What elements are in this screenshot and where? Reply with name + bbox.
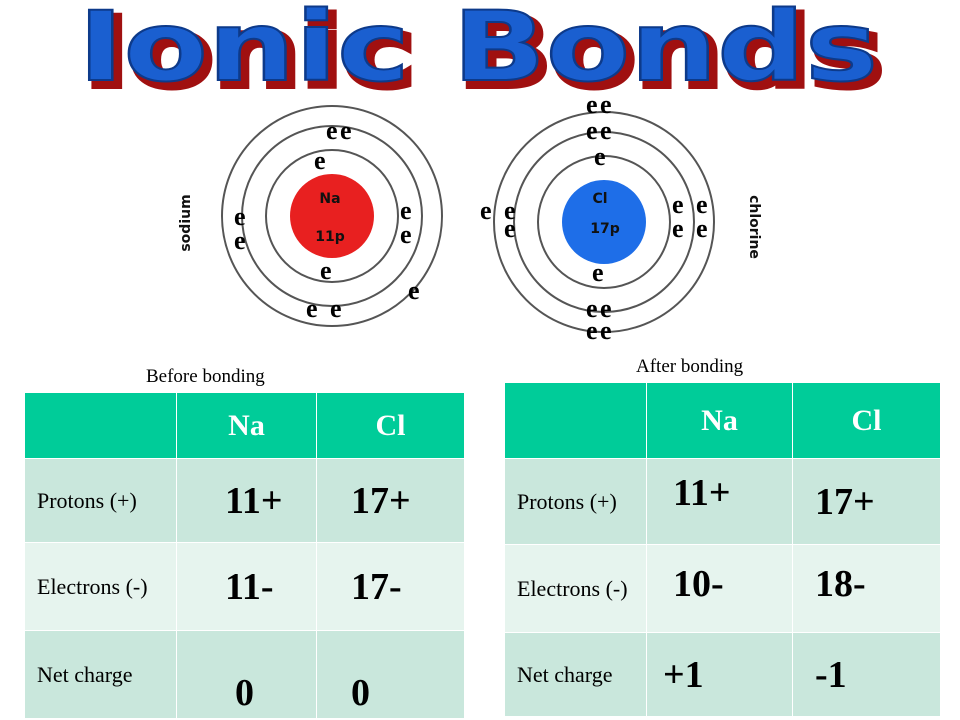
row-label: Protons (+) <box>24 458 177 543</box>
chlorine-side-label: chlorine <box>746 195 762 259</box>
sodium-shell-2 <box>241 125 423 307</box>
chlorine-atom: Cl 17p e e e e e e e e e e e e e e e e e… <box>480 95 762 345</box>
row-label: Net charge <box>504 632 647 717</box>
sodium-shell-3 <box>221 105 443 327</box>
electron: e <box>586 116 598 145</box>
electron: e <box>408 276 420 305</box>
sodium-symbol: Na <box>319 191 340 207</box>
sodium-atom: Na 11p e e e e e e e e e e e sodium <box>178 105 443 327</box>
electron: e <box>400 220 412 249</box>
electron: e <box>586 294 598 323</box>
row-label: Net charge <box>24 630 177 719</box>
electron: e <box>600 294 612 323</box>
page-title: Ionic Bonds Ionic Bonds <box>77 0 887 100</box>
electron: e <box>672 190 684 219</box>
electron: e <box>504 214 516 243</box>
chlorine-nucleus <box>562 180 646 264</box>
row-label: Electrons (-) <box>24 542 177 631</box>
chlorine-shell-3 <box>493 111 715 333</box>
cl-value: 17- <box>316 542 465 631</box>
electron: e <box>234 202 246 231</box>
header-na: Na <box>176 392 317 459</box>
table-row: Net charge 0 0 <box>24 630 465 719</box>
table-row: Protons (+) 11+ 17+ <box>504 458 941 545</box>
na-value: 11+ <box>176 458 317 543</box>
electron: e <box>696 190 708 219</box>
table-row: Electrons (-) 11- 17- <box>24 542 465 631</box>
electron: e <box>320 256 332 285</box>
chlorine-symbol: Cl <box>592 191 607 207</box>
sodium-shell-1 <box>265 149 399 283</box>
sodium-electrons: e e e e e e e e e e e <box>234 116 420 323</box>
na-value: 0 <box>176 630 317 719</box>
na-value: 11- <box>176 542 317 631</box>
table-header-row: Na Cl <box>24 392 465 459</box>
chlorine-electrons: e e e e e e e e e e e e e e e e e <box>480 95 708 345</box>
header-blank <box>24 392 177 459</box>
electron: e <box>696 214 708 243</box>
title-shadow: Ionic Bonds <box>84 0 884 100</box>
after-bonding-caption: After bonding <box>636 356 744 377</box>
na-value: 10- <box>646 544 793 633</box>
electron: e <box>586 95 598 119</box>
table-header-row: Na Cl <box>504 382 941 459</box>
electron: e <box>234 226 246 255</box>
na-value: +1 <box>646 632 793 717</box>
electron: e <box>592 258 604 287</box>
title-text: Ionic Bonds <box>78 0 878 100</box>
electron: e <box>672 214 684 243</box>
sodium-nucleus <box>290 174 374 258</box>
electron: e <box>400 196 412 225</box>
electron: e <box>586 316 598 345</box>
electron: e <box>480 196 492 225</box>
electron: e <box>600 116 612 145</box>
row-label: Protons (+) <box>504 458 647 545</box>
na-value: 11+ <box>646 458 793 545</box>
row-label: Electrons (-) <box>504 544 647 633</box>
table-row: Protons (+) 11+ 17+ <box>24 458 465 543</box>
header-cl: Cl <box>316 392 465 459</box>
chlorine-shell-2 <box>513 131 695 313</box>
table-row: Net charge +1 -1 <box>504 632 941 717</box>
electron: e <box>600 316 612 345</box>
cl-value: -1 <box>792 632 941 717</box>
electron: e <box>306 294 318 323</box>
cl-value: 18- <box>792 544 941 633</box>
header-cl: Cl <box>792 382 941 459</box>
chlorine-shell-1 <box>537 155 671 289</box>
electron: e <box>314 146 326 175</box>
before-bonding-caption: Before bonding <box>146 366 265 387</box>
electron: e <box>600 95 612 119</box>
after-bonding-table: Na Cl Protons (+) 11+ 17+ Electrons (-) … <box>504 382 941 717</box>
sodium-side-label: sodium <box>178 194 194 251</box>
table-row: Electrons (-) 10- 18- <box>504 544 941 633</box>
atom-diagram: Na 11p e e e e e e e e e e e sodium Cl 1… <box>178 95 762 345</box>
cl-value: 17+ <box>316 458 465 543</box>
electron: e <box>594 142 606 171</box>
before-bonding-table: Na Cl Protons (+) 11+ 17+ Electrons (-) … <box>24 392 465 719</box>
electron: e <box>504 196 516 225</box>
cl-value: 0 <box>316 630 465 719</box>
sodium-protons: 11p <box>315 229 345 245</box>
chlorine-protons: 17p <box>590 221 620 237</box>
electron: e <box>326 116 338 145</box>
electron: e <box>340 116 352 145</box>
header-na: Na <box>646 382 793 459</box>
header-blank <box>504 382 647 459</box>
electron: e <box>330 294 342 323</box>
cl-value: 17+ <box>792 458 941 545</box>
